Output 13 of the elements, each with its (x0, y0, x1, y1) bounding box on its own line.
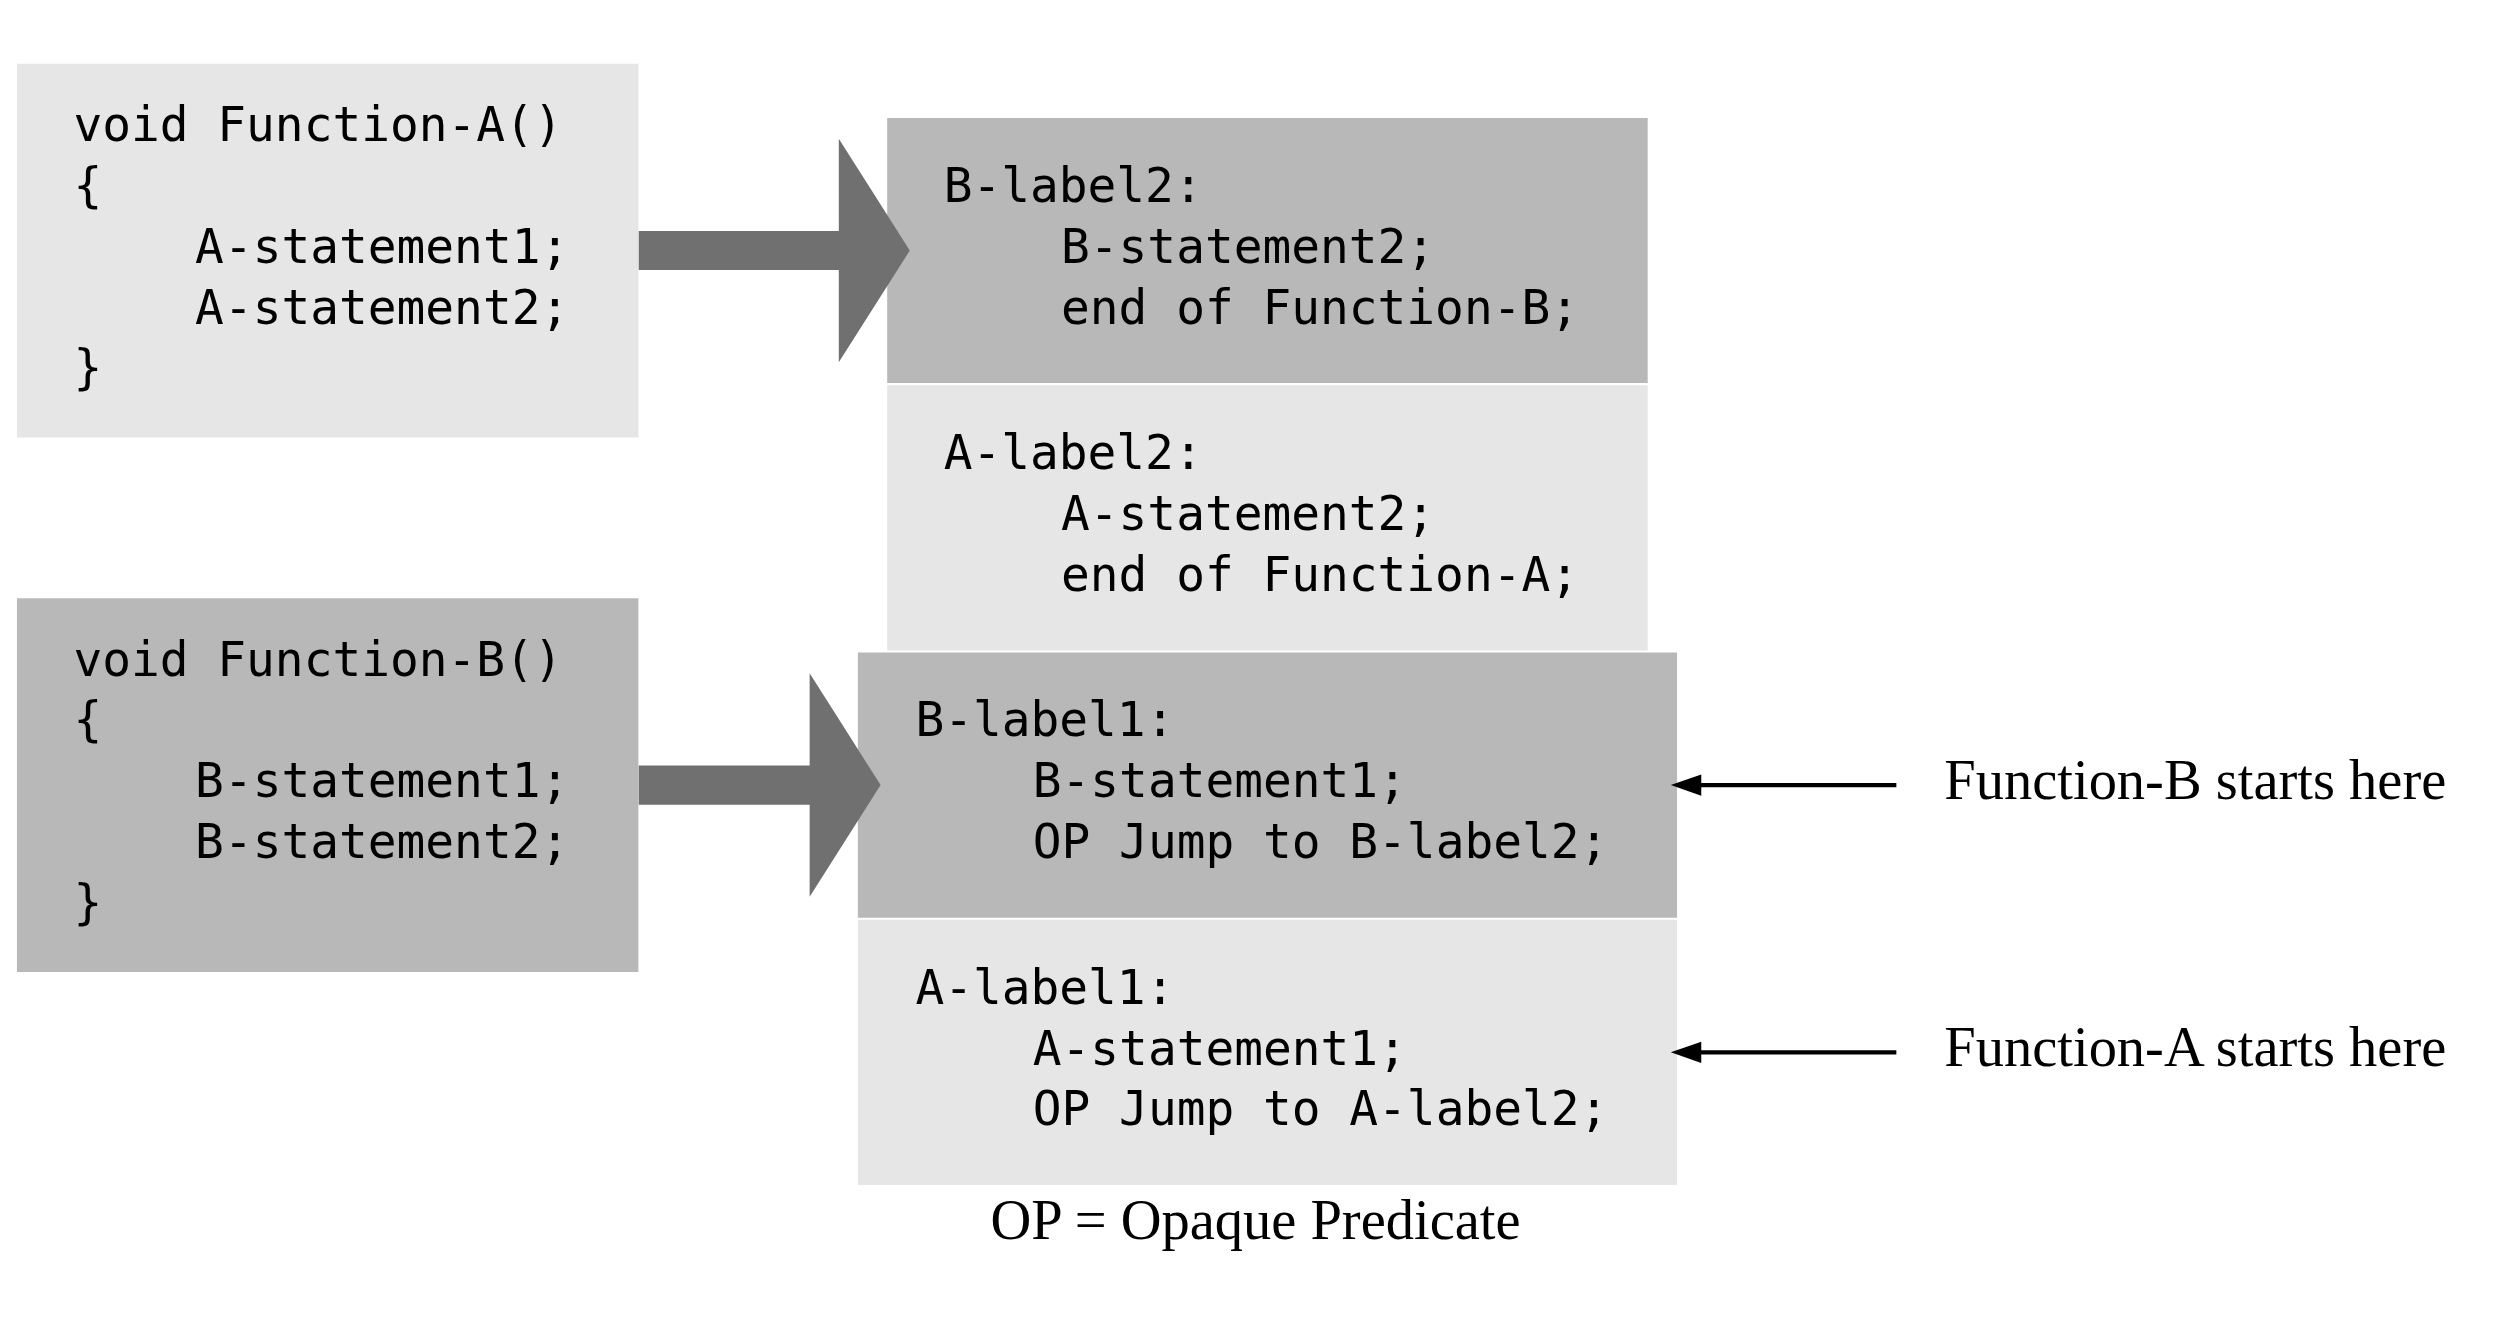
node-box: void Function-B() { B-statement1; B-statement2; } (16, 597, 639, 972)
caption: OP = Opaque Predicate (990, 1188, 1521, 1251)
node-box: A-label1: A-statement1; OP Jump to A-label2; (857, 919, 1678, 1185)
node-text: Function-A starts here (1944, 1015, 2447, 1078)
node-box: B-label2: B-statement2; end of Function-B; (887, 117, 1648, 383)
arrow (638, 138, 910, 362)
node-box: B-label1: B-statement1; OP Jump to B-label2; (857, 652, 1678, 918)
node-box: A-label2: A-statement2; end of Function-A; (887, 384, 1648, 650)
arrow (638, 672, 881, 897)
node-box: void Function-A() { A-statement1; A-statement2; } (16, 63, 639, 437)
arrow (1670, 1041, 1897, 1063)
arrow (1670, 773, 1897, 796)
node-text: Function-B starts here (1944, 748, 2447, 811)
